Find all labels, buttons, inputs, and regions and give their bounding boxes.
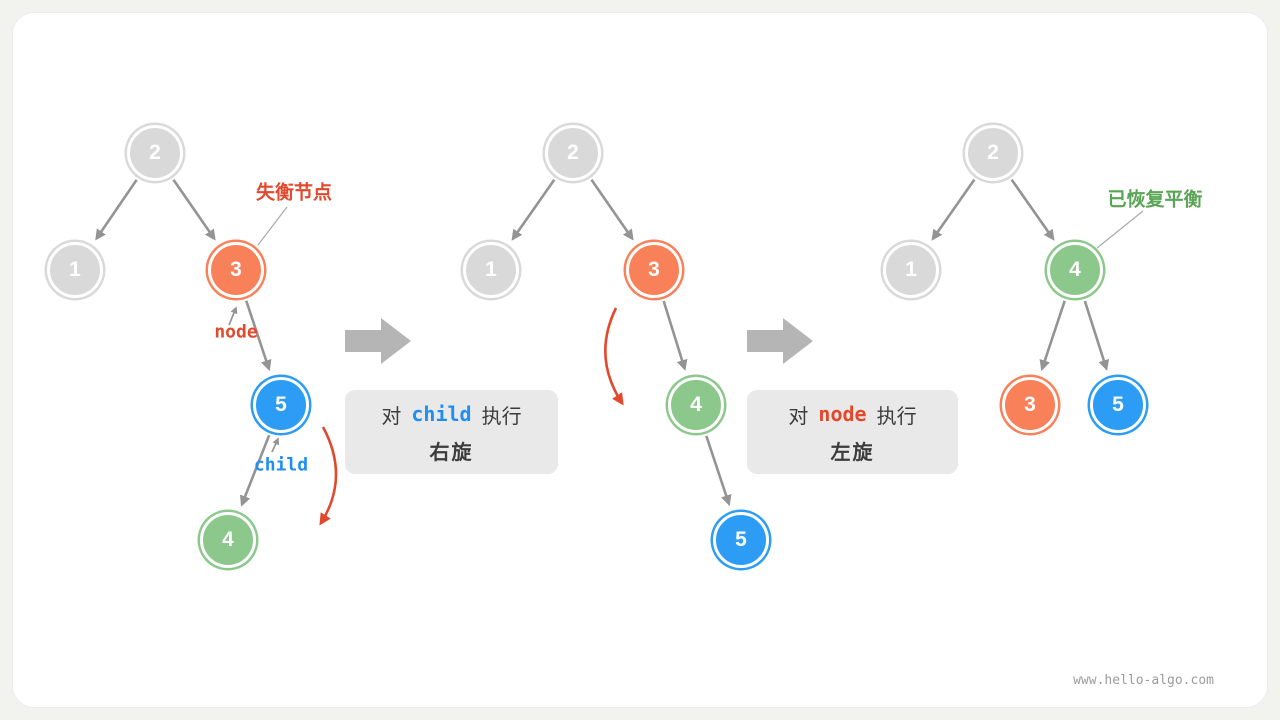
tree-edge (239, 434, 271, 507)
step-suffix: 执行 (876, 405, 917, 428)
annotation-leader-line (1096, 210, 1144, 249)
step-operation-text: 对 child 执行 (381, 400, 521, 429)
node-balanced-3: 3 (1002, 377, 1058, 433)
step-suffix: 执行 (481, 405, 522, 428)
step-target-code: child (411, 402, 472, 426)
step-rotation-name: 右旋 (429, 441, 474, 464)
tree-edge (511, 178, 556, 241)
node-initial-3: 3 (208, 242, 264, 298)
tree-edge (1083, 300, 1110, 371)
child-pointer-label: child (253, 454, 309, 476)
node-after-right-rotation-2: 2 (545, 125, 601, 181)
tree-edge (1010, 178, 1055, 241)
node-balanced-2: 2 (965, 125, 1021, 181)
transition-arrow-icon (747, 318, 813, 364)
step-target-code: node (818, 402, 867, 426)
tree-edge (1039, 300, 1066, 372)
node-initial-5: 5 (253, 377, 309, 433)
node-after-right-rotation-5: 5 (713, 512, 769, 568)
tree-edge (172, 178, 216, 241)
step-operation-text: 对 node 执行 (788, 400, 916, 429)
node-balanced-5: 5 (1090, 377, 1146, 433)
unbalanced-node-label: 失衡节点 (255, 182, 333, 204)
node-after-right-rotation-3: 3 (626, 242, 682, 298)
node-pointer-label: node (214, 321, 258, 343)
tree-edge (662, 300, 688, 371)
tree-edge (245, 300, 272, 372)
node-initial-4: 4 (200, 512, 256, 568)
node-initial-2: 2 (127, 125, 183, 181)
node-balanced-1: 1 (883, 242, 939, 298)
tree-edge (95, 179, 138, 241)
watermark: www.hello-algo.com (1073, 673, 1214, 688)
rotation-arrow-icon (604, 307, 624, 406)
node-balanced-4: 4 (1047, 242, 1103, 298)
pointer-arrow-icon (271, 437, 279, 453)
rotation-arrow-icon (319, 426, 338, 526)
diagram-card (12, 12, 1268, 708)
tree-edge (931, 178, 976, 241)
annotation-leader-line (257, 206, 288, 246)
transition-arrow-icon (345, 318, 411, 364)
step-prefix: 对 (381, 405, 402, 428)
pointer-arrow-icon (228, 306, 238, 326)
rebalanced-label: 已恢复平衡 (1107, 189, 1203, 211)
tree-edge (705, 435, 732, 507)
node-after-right-rotation-4: 4 (668, 377, 724, 433)
node-initial-1: 1 (47, 242, 103, 298)
tree-edge (590, 178, 634, 241)
step-prefix: 对 (788, 405, 809, 428)
step-right-rotation-box: 对 child 执行 右旋 (345, 390, 558, 474)
step-rotation-name: 左旋 (830, 441, 875, 464)
node-after-right-rotation-1: 1 (463, 242, 519, 298)
step-left-rotation-box: 对 node 执行 左旋 (747, 390, 958, 474)
